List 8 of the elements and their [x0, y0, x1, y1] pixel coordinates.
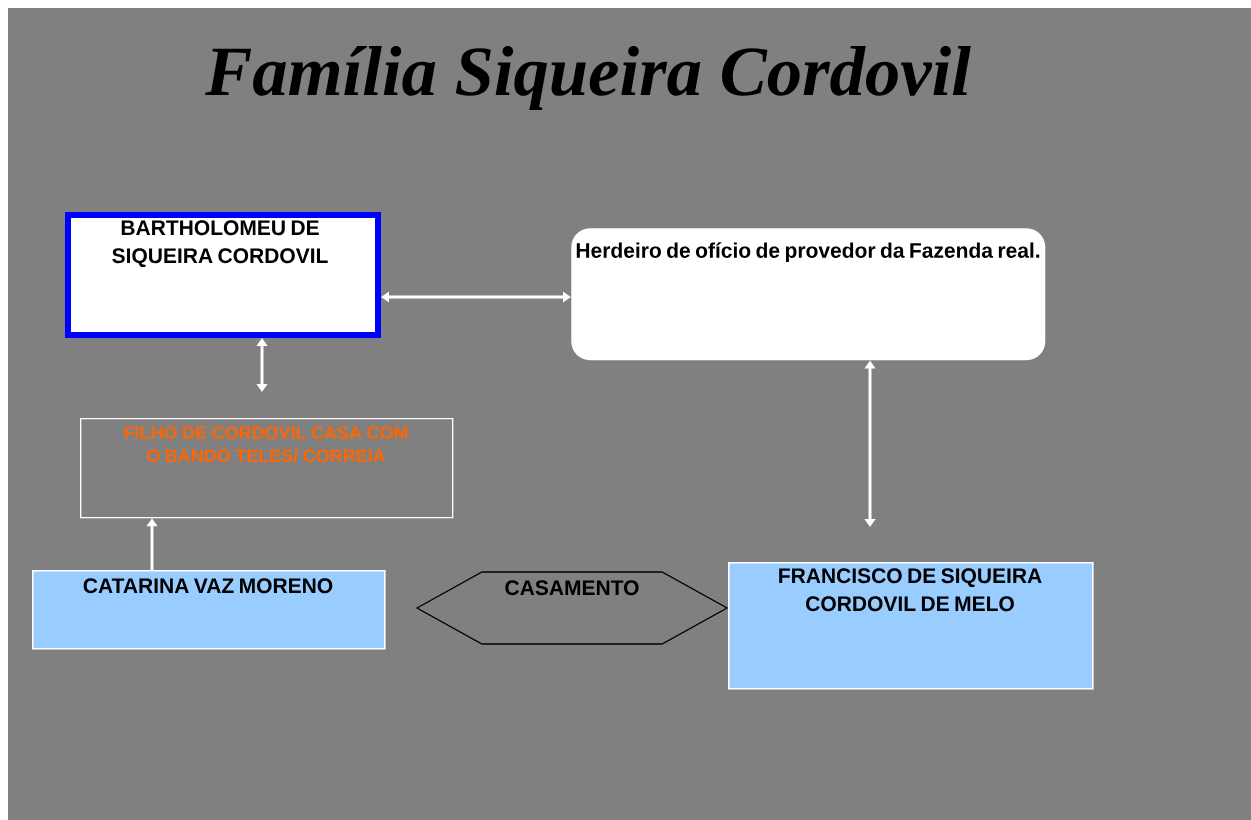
- title: Família Siqueira Cordovil: [205, 45, 971, 111]
- note-box: FILHO DE CORDOVIL CASA COM O BANDO TELES/ CORREIA: [80, 418, 454, 519]
- arrow: [381, 291, 571, 303]
- name-box: CATARINA VAZ MORENO: [32, 570, 386, 650]
- name-box: FRANCISCO DE SIQUEIRA CORDOVIL DE MELO: [728, 562, 1094, 690]
- info-box: Herdeiro de ofício de provedor da Fazenda real.: [571, 228, 1046, 361]
- name-box: BARTHOLOMEU DE SIQUEIRA CORDOVIL: [65, 212, 381, 338]
- arrow: [256, 338, 268, 392]
